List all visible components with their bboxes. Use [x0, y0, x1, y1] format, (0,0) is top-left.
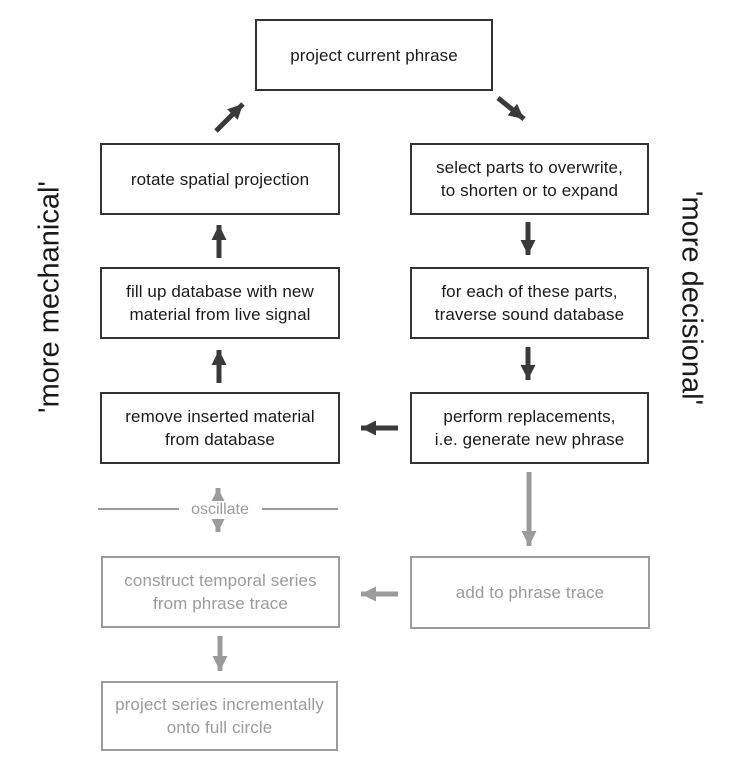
node-label: select parts to overwrite, — [436, 158, 623, 177]
node-label: to shorten or to expand — [440, 181, 619, 200]
node-label: i.e. generate new phrase — [434, 430, 625, 449]
node-add-to-phrase-trace: add to phrase trace — [410, 556, 650, 629]
node-rotate-spatial-projection: rotate spatial projection — [100, 143, 340, 215]
node-label: add to phrase trace — [455, 583, 605, 602]
node-remove-inserted-material: remove inserted material from database — [100, 392, 340, 464]
node-label: remove inserted material — [125, 407, 315, 426]
node-label: for each of these parts, — [441, 282, 618, 301]
node-fill-up-database: fill up database with new material from … — [100, 267, 340, 339]
node-label: project current phrase — [290, 45, 458, 65]
node-label: from database — [165, 430, 275, 449]
arrow-project-to-select — [496, 96, 526, 121]
node-for-each-parts: for each of these parts, traverse sound … — [410, 267, 649, 339]
node-label: traverse sound database — [434, 305, 625, 324]
oscillate-label: oscillate — [187, 501, 253, 519]
node-label: onto full circle — [166, 718, 273, 737]
axis-label-more-mechanical: 'more mechanical' — [33, 181, 66, 413]
node-label: fill up database with new — [126, 282, 314, 301]
node-label: construct temporal series — [124, 571, 317, 590]
node-label: from phrase trace — [153, 594, 288, 613]
axis-label-more-decisional: 'more decisional' — [675, 190, 708, 406]
node-label: material from live signal — [129, 305, 311, 324]
node-label: rotate spatial projection — [130, 169, 310, 189]
node-label: project series incrementally — [115, 695, 324, 714]
arrow-rotate-to-project — [214, 102, 245, 133]
node-project-series-incrementally: project series incrementally onto full c… — [101, 681, 338, 751]
node-select-parts: select parts to overwrite, to shorten or… — [410, 143, 649, 215]
node-label: perform replacements, — [443, 407, 616, 426]
node-construct-temporal-series: construct temporal series from phrase tr… — [101, 556, 340, 628]
node-project-current-phrase: project current phrase — [255, 19, 493, 91]
node-perform-replacements: perform replacements, i.e. generate new … — [410, 392, 649, 464]
